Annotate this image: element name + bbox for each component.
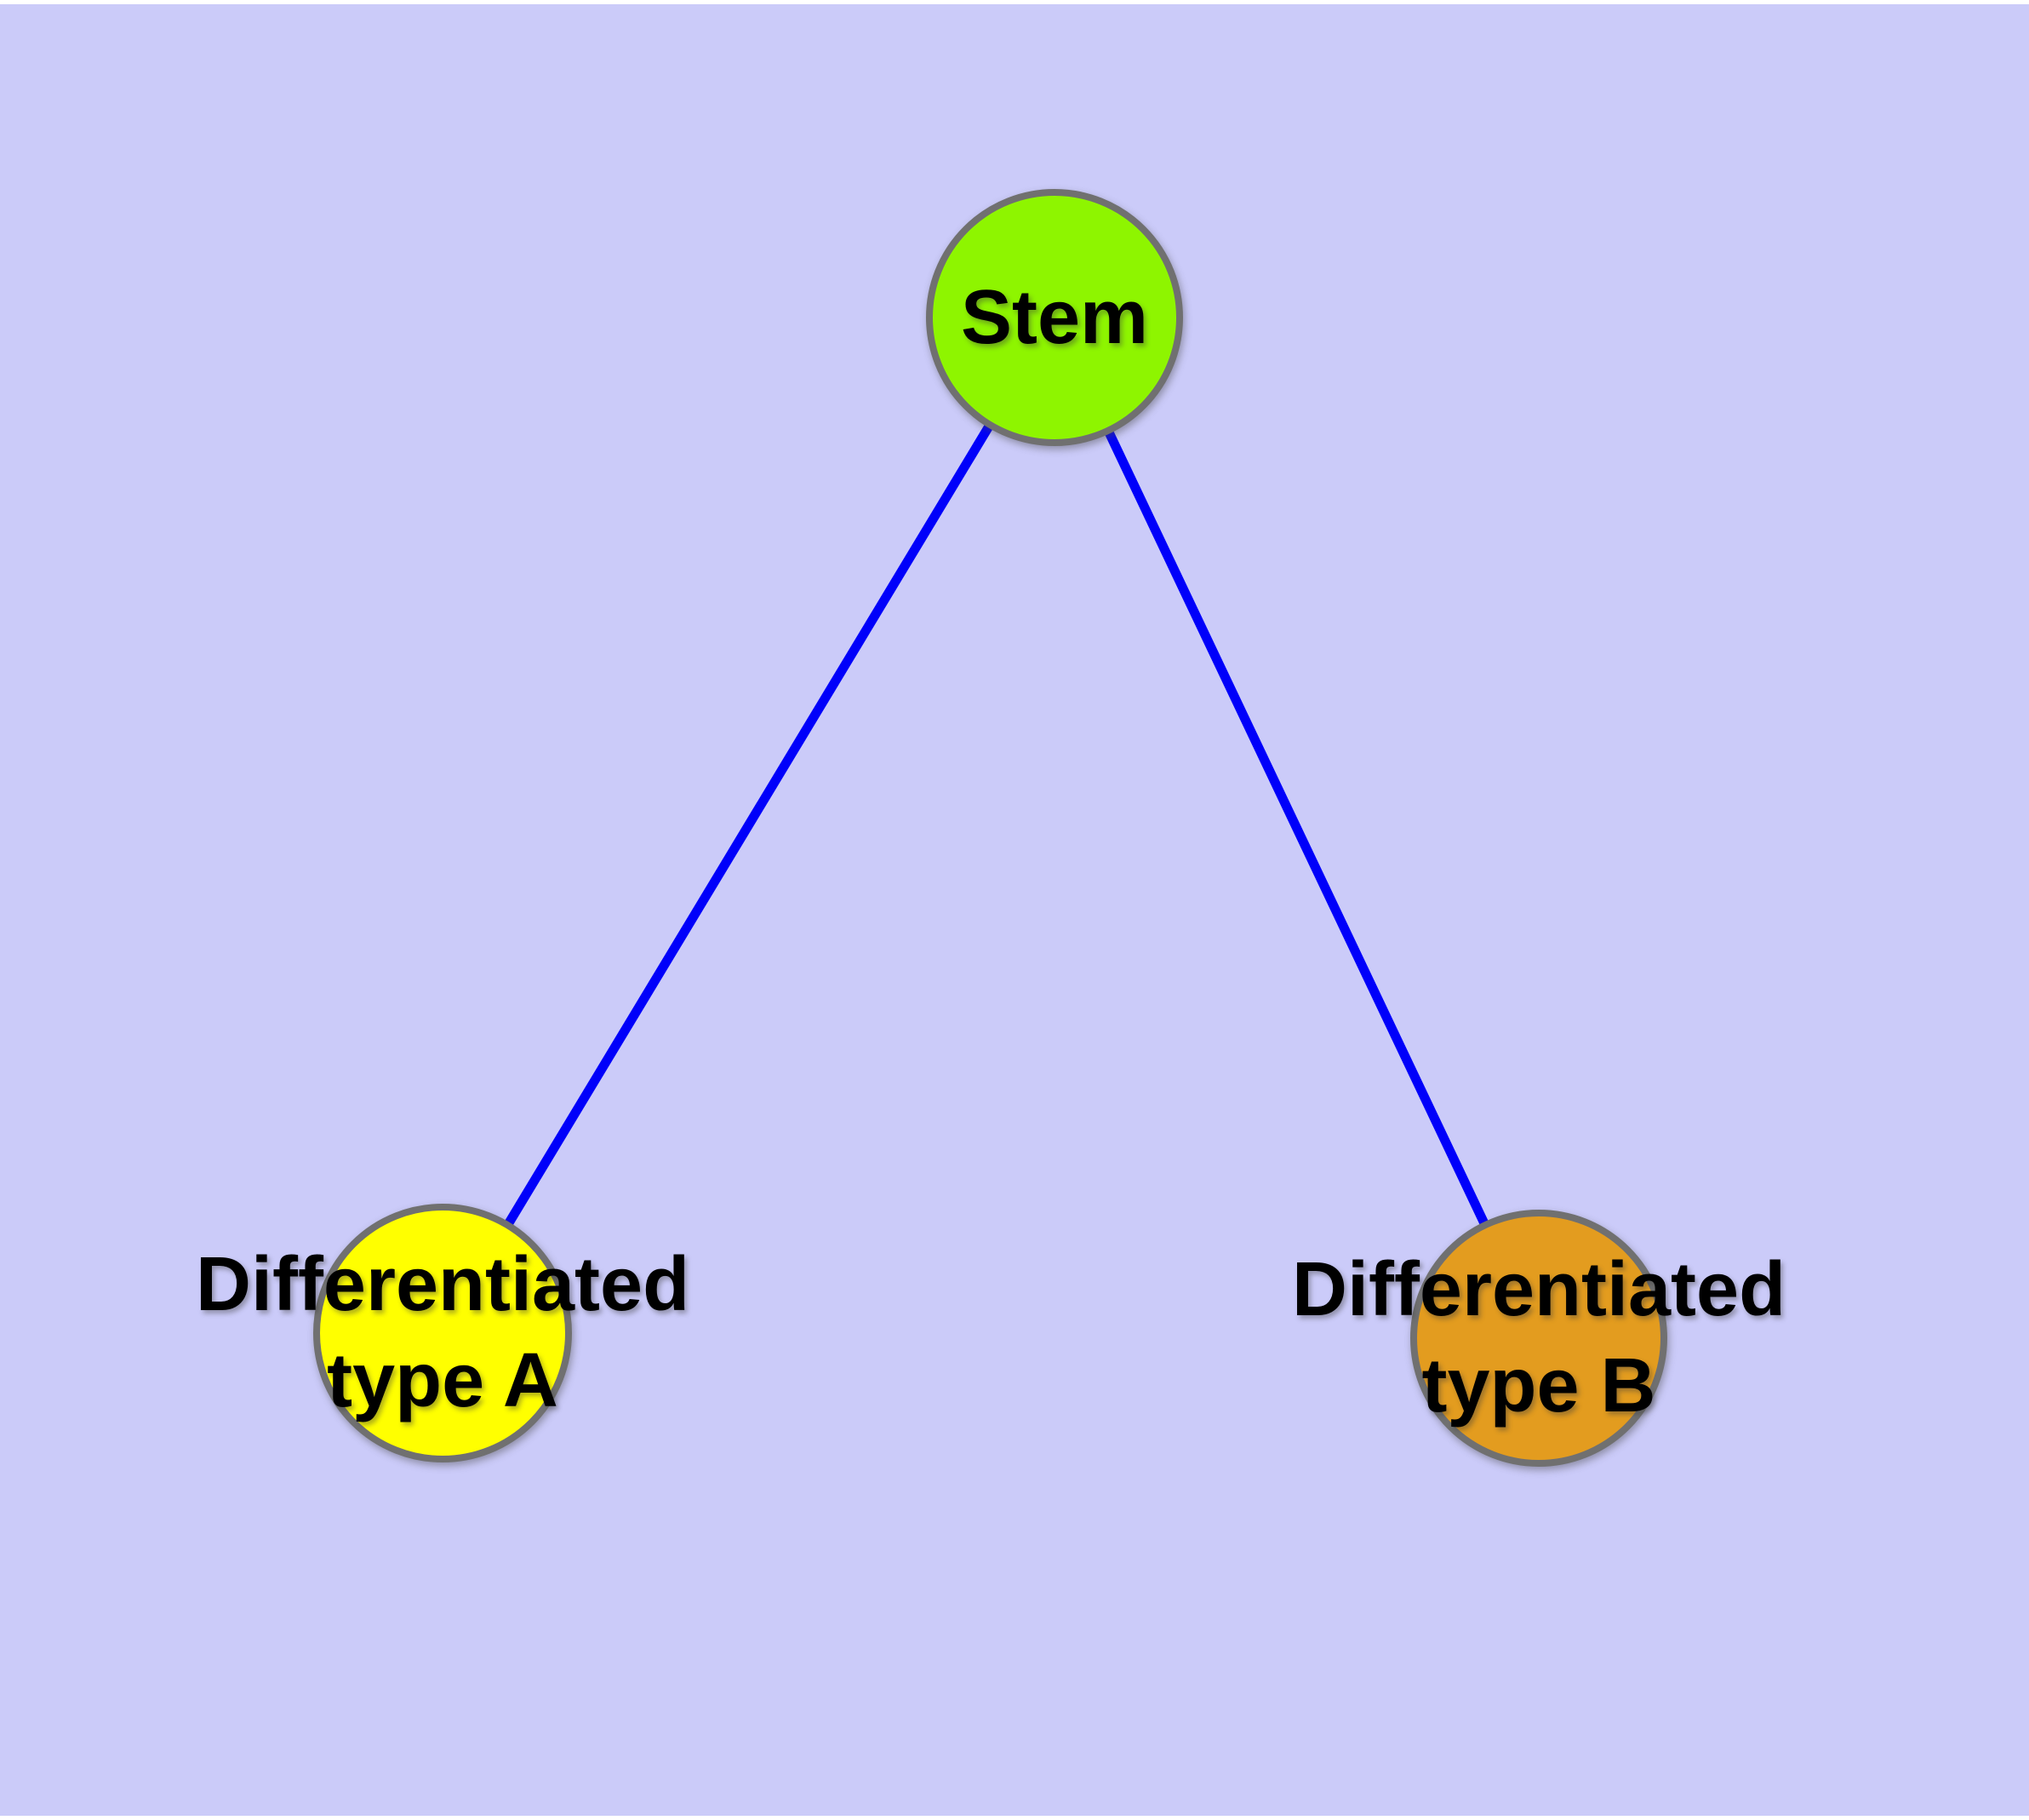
node-differentiated-type-b: Differentiated type B bbox=[1292, 1210, 1786, 1467]
node-differentiated-type-a-label: Differentiated type A bbox=[195, 1242, 690, 1423]
node-differentiated-type-a: Differentiated type A bbox=[196, 1204, 689, 1462]
node-differentiated-type-b-label: Differentiated type B bbox=[1291, 1247, 1786, 1428]
node-stem-label: Stem bbox=[960, 274, 1149, 360]
node-stem: Stem bbox=[926, 189, 1183, 446]
